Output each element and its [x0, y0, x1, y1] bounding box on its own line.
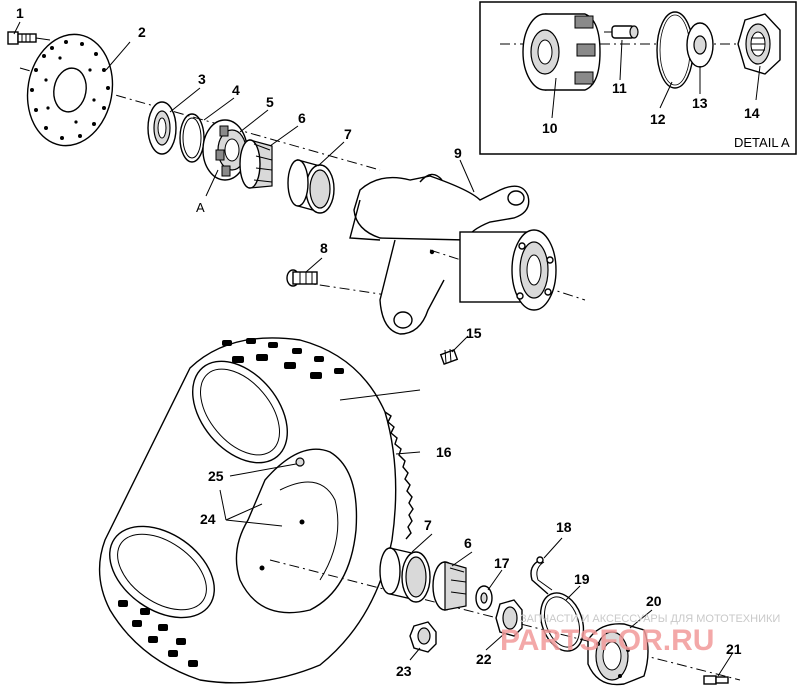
callout-13: 13: [692, 95, 708, 111]
part-19-gasket: [539, 592, 585, 652]
callout-labels: 1 2 3 4 5 6 7 A 8 9 10 11 12 13 14 15 16…: [16, 5, 790, 679]
callout-8: 8: [320, 240, 328, 256]
callout-10: 10: [542, 120, 558, 136]
callout-17: 17: [494, 555, 510, 571]
part-2-brake-disc: [26, 33, 114, 147]
part-13-washer: [686, 22, 714, 68]
part-14-nut: [737, 13, 781, 75]
part-5-collar: [202, 119, 248, 181]
callout-16: 16: [436, 444, 452, 460]
callout-21: 21: [726, 641, 742, 657]
part-22-nut: [495, 599, 523, 637]
part-17-washer: [475, 585, 493, 611]
part-4-snap-ring: [179, 113, 205, 163]
part-6-bearing-lower: [432, 561, 467, 611]
part-18-cotter-pin: [530, 556, 553, 595]
detail-a-box: [479, 1, 797, 155]
callout-5: 5: [266, 94, 274, 110]
part-10-collar: [522, 13, 601, 91]
watermark-logo: PARTSFOR.RU: [500, 624, 714, 657]
part-11-pin: [604, 25, 639, 39]
callout-3: 3: [198, 71, 206, 87]
callout-14: 14: [744, 105, 760, 121]
callout-4: 4: [232, 82, 240, 98]
callout-15: 15: [466, 325, 482, 341]
callout-a: A: [196, 200, 205, 215]
part-15-screw: [439, 348, 459, 365]
part-24-rim-half-c: [109, 525, 215, 619]
callout-18: 18: [556, 519, 572, 535]
watermark-tagline: ЗАПЧАСТИ И АКСЕССУАРЫ ДЛЯ МОТОТЕХНИКИ: [520, 613, 780, 625]
callout-20: 20: [646, 593, 662, 609]
callout-23: 23: [396, 663, 412, 679]
callout-6: 6: [298, 110, 306, 126]
callout-19: 19: [574, 571, 590, 587]
watermark: ЗАПЧАСТИ И АКСЕССУАРЫ ДЛЯ МОТОТЕХНИКИ PA…: [500, 613, 780, 657]
part-8-bolt: [286, 269, 318, 287]
callout-22: 22: [476, 651, 492, 667]
detail-a-title: DETAIL A: [734, 135, 790, 150]
part-21-bolt: [703, 675, 729, 685]
lower-wheel-assembly: [98, 337, 741, 686]
callout-24: 24: [200, 511, 216, 527]
part-24-rim-half-b: [235, 448, 358, 614]
upper-axle-assembly: [7, 21, 586, 365]
part-9-knuckle: [349, 173, 557, 335]
part-7-race: [287, 159, 335, 214]
callout-6-lower: 6: [464, 535, 472, 551]
callout-25: 25: [208, 468, 224, 484]
part-24-rim-half-a: [191, 360, 289, 464]
callout-9: 9: [454, 145, 462, 161]
part-7-race-lower: [379, 547, 431, 603]
callout-2: 2: [138, 24, 146, 40]
part-23-nut: [409, 621, 437, 653]
callout-1: 1: [16, 5, 24, 21]
part-6-bearing: [239, 139, 273, 189]
callout-7: 7: [344, 126, 352, 142]
callout-11: 11: [612, 80, 627, 96]
part-20-hub-cap: [587, 623, 649, 686]
callout-7-lower: 7: [424, 517, 432, 533]
callout-12: 12: [650, 111, 666, 127]
part-3-seal: [147, 101, 177, 155]
part-1-bolt: [7, 31, 51, 45]
